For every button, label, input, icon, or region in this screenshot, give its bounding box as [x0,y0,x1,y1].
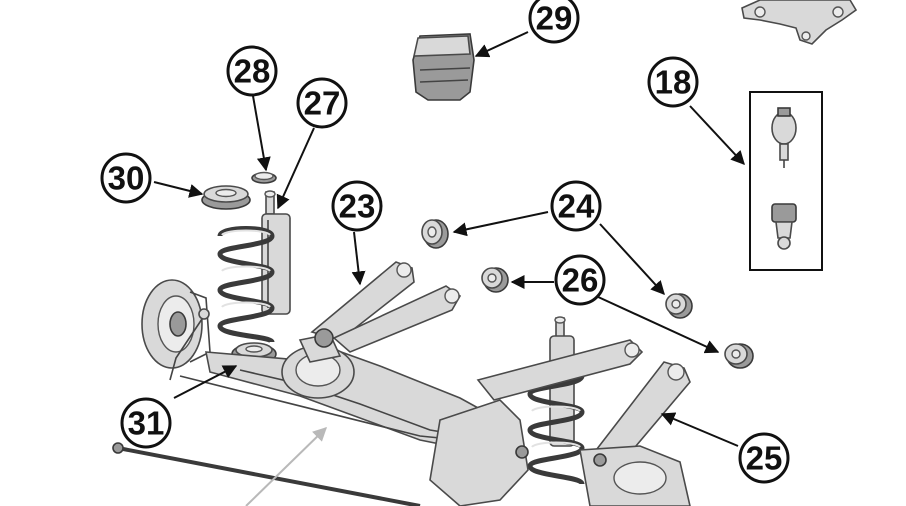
bushing-upper-b-part [665,293,693,319]
callout-23: 23 [331,180,383,232]
callout-29-label: 29 [536,0,573,37]
callout-26: 26 [554,254,606,306]
bushing-lower-a-part [481,267,509,293]
callout-25: 25 [738,432,790,484]
spring-seat-part [201,185,251,210]
callout-18: 18 [647,56,699,108]
shock-absorber-left-part [261,190,291,315]
steering-knuckle-part [741,0,858,45]
callout-28-label: 28 [234,53,271,90]
brake-rotor-left-part [141,279,211,369]
shock-washer-part [251,171,277,184]
grey-pointer-arrow [245,427,328,506]
bushing-lower-b-part [724,343,754,369]
callout-25-label: 25 [746,440,783,477]
drag-link-part [112,442,421,506]
callout-31: 31 [120,397,172,449]
bushing-upper-a-part [421,219,449,249]
callout-30-label: 30 [108,160,145,197]
upper-control-arm-part [310,261,462,353]
callout-27: 27 [296,77,348,129]
callout-18-label: 18 [655,64,692,101]
callout-29: 29 [528,0,580,44]
callout-30: 30 [100,152,152,204]
callout-23-label: 23 [339,188,376,225]
callout-24: 24 [550,180,602,232]
leader-lines [153,31,745,447]
callout-24-label: 24 [558,188,595,225]
callout-27-label: 27 [304,85,341,122]
callout-31-label: 31 [128,405,165,442]
coil-spring-left-part [217,226,275,345]
callout-26-label: 26 [562,262,599,299]
axle-housing-right-part [429,399,691,506]
callout-28: 28 [226,45,278,97]
upper-control-arm-right-part [476,339,644,401]
bump-stop-part [412,33,475,101]
ball-joints-part [749,91,823,271]
